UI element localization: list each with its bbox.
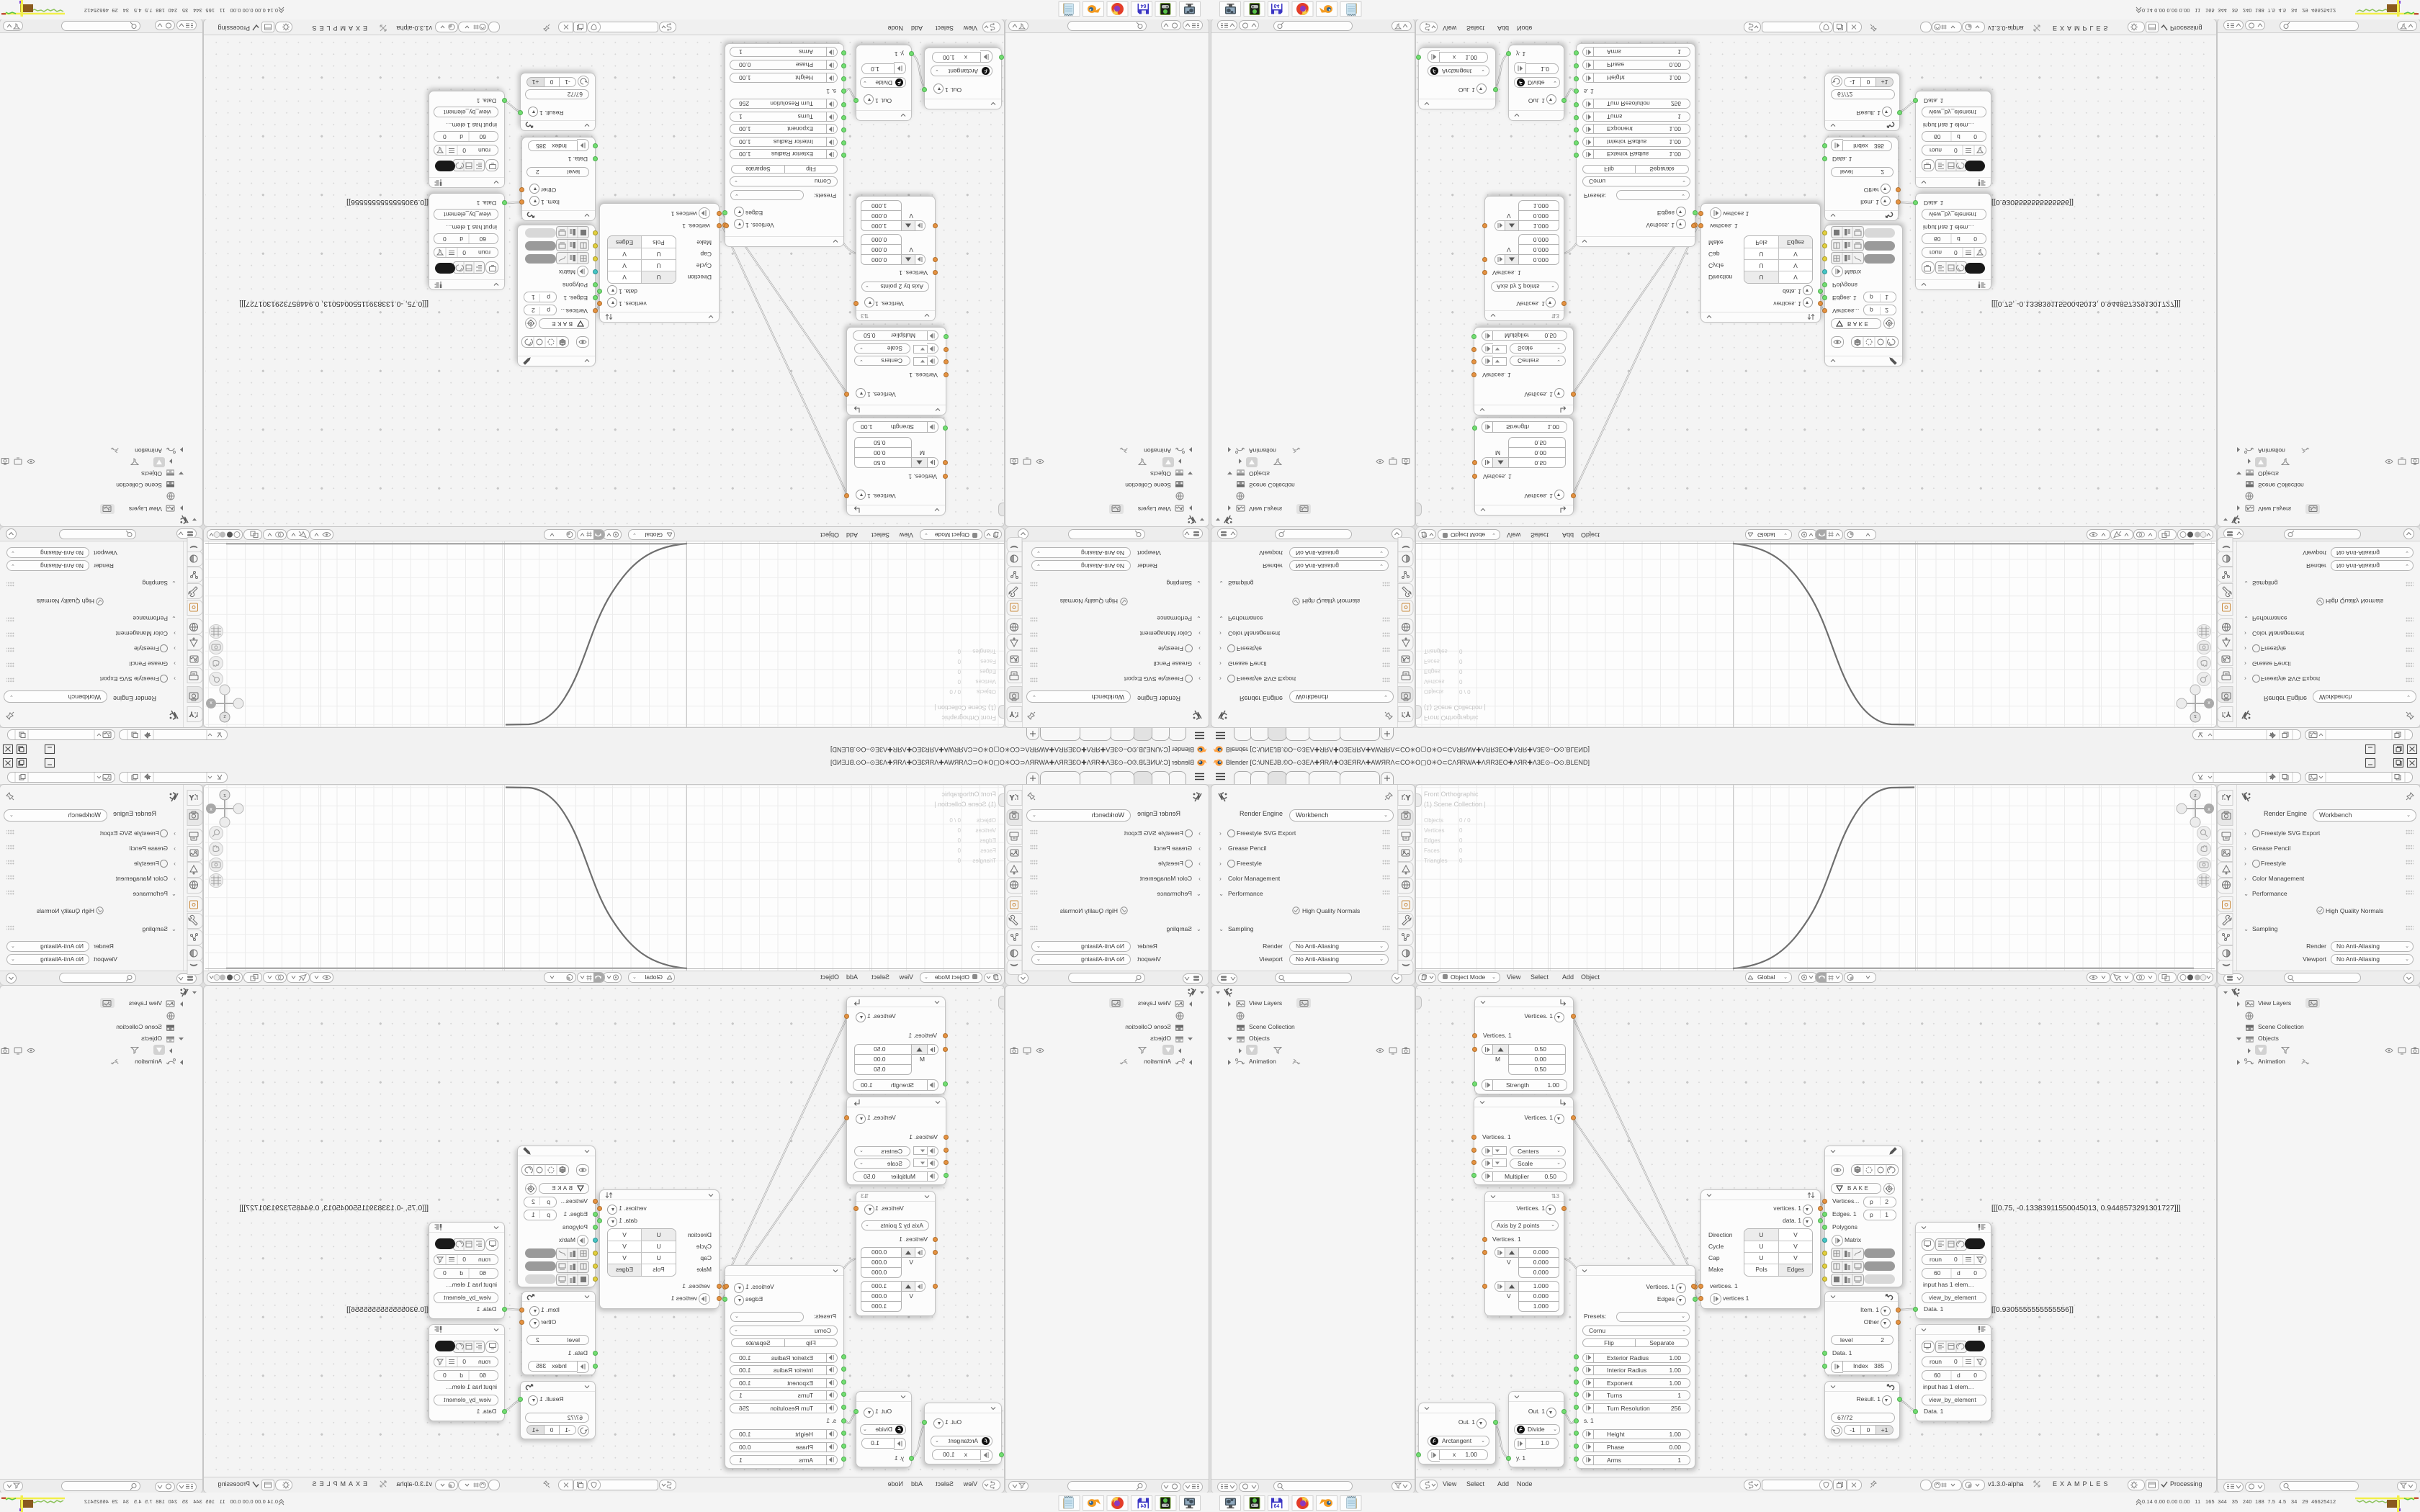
svg-text:64: 64 [1141, 1504, 1147, 1509]
svg-text:z: z [2194, 793, 2197, 798]
svg-text:Y: Y [189, 794, 194, 801]
svg-text:64: 64 [1274, 3, 1280, 8]
svg-text:Y: Y [1406, 794, 1410, 801]
svg-text:Y: Y [2226, 794, 2231, 801]
svg-text:64: 64 [1274, 1504, 1280, 1509]
svg-text:z: z [223, 714, 226, 719]
svg-text:Y: Y [2226, 711, 2231, 718]
svg-text:z: z [2194, 714, 2197, 719]
svg-text:Y: Y [1406, 711, 1410, 718]
svg-text:Y: Y [1010, 711, 1014, 718]
svg-text:x: x [210, 700, 212, 705]
svg-text:Y: Y [189, 711, 194, 718]
svg-text:x: x [2208, 807, 2210, 812]
svg-text:64: 64 [1141, 3, 1147, 8]
svg-text:x: x [2208, 700, 2210, 705]
svg-text:Y: Y [1010, 794, 1014, 801]
svg-text:x: x [210, 807, 212, 812]
svg-text:z: z [223, 793, 226, 798]
